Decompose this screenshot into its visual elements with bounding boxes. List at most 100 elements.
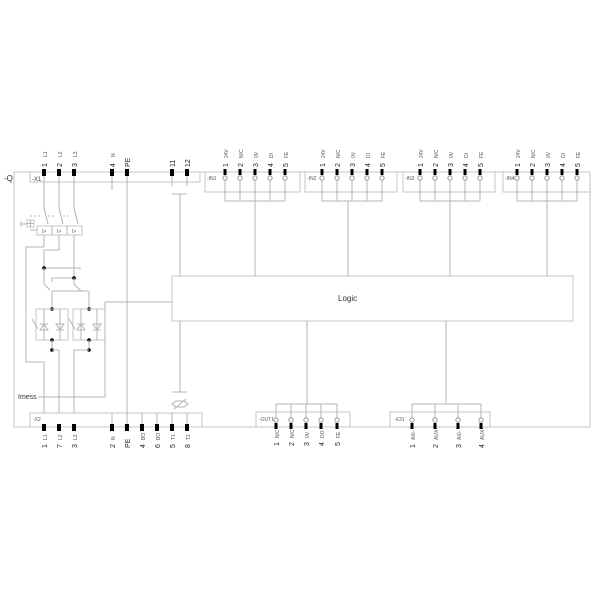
circuit-breaker: I> I> I> [20,207,83,236]
in2-pin-2[interactable]: 2N/C [334,149,342,201]
device-label: -Q [4,174,13,183]
in1-pin-4[interactable]: 4DI [267,153,275,201]
svg-text:7: 7 [57,444,64,448]
thyristor-pair-l3 [68,291,106,413]
svg-text:3: 3 [448,163,455,167]
svg-text:1: 1 [42,444,49,448]
x2-pin-9[interactable]: 8T2 [185,413,192,448]
svg-text:DI: DI [269,153,275,158]
svg-text:AI0-: AI0- [411,430,417,440]
in3-pin-2[interactable]: 2N/C [432,149,440,201]
out1-pin-5[interactable]: 5FE [334,404,342,446]
device-outline [13,171,591,428]
l1-bypass [25,246,45,413]
svg-text:24V: 24V [516,148,522,158]
x2-pin-3[interactable]: 3L3 [72,424,79,448]
svg-text:DI: DI [366,153,372,158]
in3-pin-5[interactable]: 5FE [477,151,485,201]
svg-text:3: 3 [350,163,357,167]
svg-text:5: 5 [170,444,177,448]
out1-pin-1[interactable]: 1N/C [273,404,281,446]
svg-text:24V: 24V [321,148,327,158]
x2-pin-6[interactable]: 4BO [140,413,147,448]
svg-text:5: 5 [478,163,485,167]
svg-text:3: 3 [253,163,260,167]
x2-pin-8[interactable]: 5 T1 [170,413,177,448]
in4-label: -IN4 [505,176,515,182]
svg-text:1: 1 [223,163,230,167]
svg-text:N/C: N/C [239,149,245,158]
x1-pin-2[interactable]: 2 L2 [57,151,64,208]
thermistor-icon [171,398,189,410]
out1-pin-2[interactable]: 2N/C [288,404,296,446]
in3-pin-3[interactable]: 30V [447,151,455,201]
l3-wire [51,235,75,282]
out1-pin-4[interactable]: 4 DO [318,404,326,446]
x1-block [29,171,201,183]
in2-pin-3[interactable]: 3 0V [349,151,357,201]
svg-text:FE: FE [576,151,582,158]
svg-text:N: N [111,153,117,157]
in4-pin-3[interactable]: 30V [544,151,552,201]
x2-pin-7[interactable]: 6BO [155,413,162,448]
svg-text:2: 2 [433,444,440,448]
svg-text:FE: FE [381,151,387,158]
svg-text:I>: I> [57,229,61,235]
svg-text:0V: 0V [254,151,260,158]
input-terminals: 124V2N/C30V4DI5FE124V2N/C30V4DI5FE124V2N… [222,148,582,201]
svg-text:11: 11 [170,160,177,167]
x1-pin-pe[interactable]: PE [125,157,132,410]
svg-text:AUX-: AUX- [434,428,440,440]
svg-text:T1: T1 [171,434,177,440]
x31-pin-2[interactable]: 2 AUX- [432,404,440,448]
in4-pin-5[interactable]: 5FE [574,151,582,201]
in1-pin-2[interactable]: 2N/C [237,149,245,201]
x1-pin-1[interactable]: 1 L1 [42,151,49,208]
x2-pin-1[interactable]: 1L1 [42,424,49,448]
x1-pin-12[interactable]: 12 [185,159,192,186]
x1-pin-4[interactable]: 4 N [110,153,117,190]
svg-text:3: 3 [304,442,311,446]
svg-text:N/C: N/C [531,149,537,158]
svg-text:0V: 0V [351,151,357,158]
svg-text:1: 1 [42,163,49,167]
in4-pin-2[interactable]: 2 N/C [529,149,537,201]
svg-text:4: 4 [319,442,326,446]
svg-text:8: 8 [185,444,192,448]
x2-pin-4[interactable]: 2N [110,413,117,448]
svg-text:3: 3 [72,444,79,448]
x2-pin-5[interactable]: PE [125,410,132,448]
in1-pin-3[interactable]: 3 0V [252,151,260,201]
svg-text:2: 2 [530,163,537,167]
svg-text:I>: I> [42,229,46,235]
x1-pin-11[interactable]: 11 [170,160,177,186]
svg-text:3: 3 [545,163,552,167]
svg-text:I>: I> [72,229,76,235]
svg-text:4: 4 [479,444,486,448]
x1-pin-3[interactable]: 3 L3 [72,151,79,208]
in2-pin-5[interactable]: 5FE [379,151,387,201]
in4-pin-4[interactable]: 4DI [559,153,567,201]
svg-text:BO: BO [141,433,147,440]
in1-pin-5[interactable]: 5FE [282,151,290,201]
in2-pin-4[interactable]: 4DI [364,153,372,201]
x2-pin-2[interactable]: 7L2 [57,424,64,448]
l2-switch-a [43,268,51,291]
svg-text:DO: DO [320,430,326,438]
out1-pin-3[interactable]: 30V [303,404,311,446]
svg-text:3: 3 [456,444,463,448]
in3-pin-4[interactable]: 4DI [462,153,470,201]
svg-text:4: 4 [560,163,567,167]
imess-label: Imess [18,394,37,401]
svg-text:12: 12 [185,159,192,167]
x1-terminals: 1 L1 2 L2 3 L3 4 N PE 11 [42,151,192,410]
svg-text:4: 4 [110,163,117,167]
